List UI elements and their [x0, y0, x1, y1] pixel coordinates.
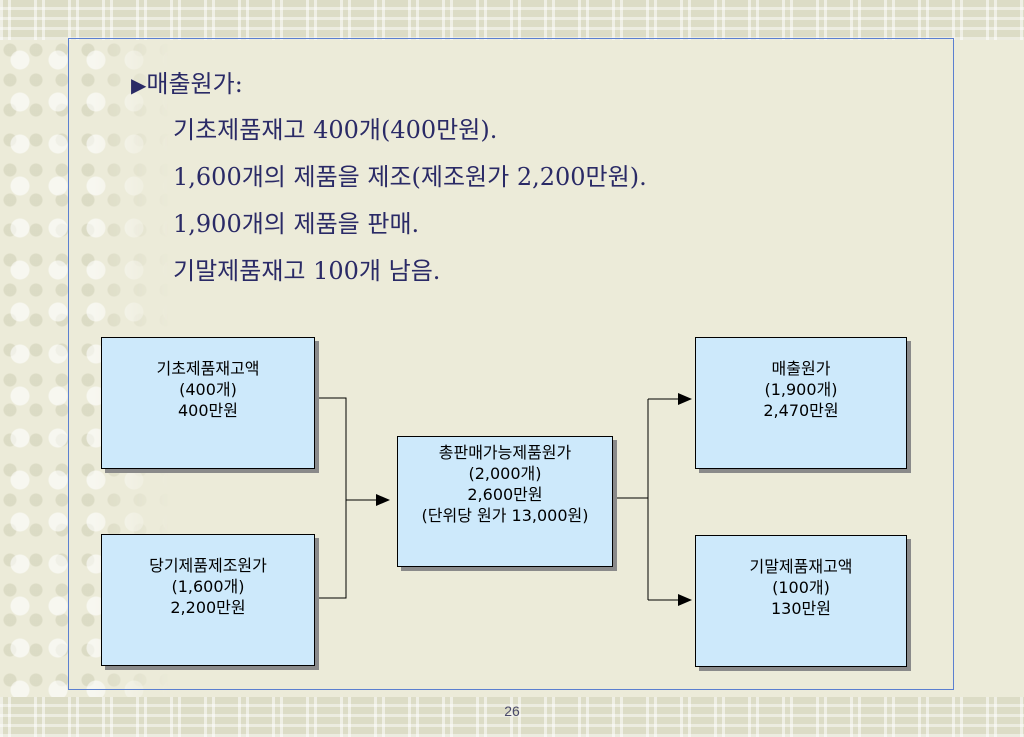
box-cost-of-goods-sold: 매출원가 (1,900개) 2,470만원 — [695, 337, 907, 469]
box-title: 당기제품제조원가 — [149, 556, 267, 575]
box-title: 총판매가능제품원가 — [438, 443, 572, 462]
box-amount: 400만원 — [178, 401, 238, 420]
box-available-for-sale: 총판매가능제품원가 (2,000개) 2,600만원 (단위당 원가 13,00… — [397, 436, 613, 567]
fact-list: 기초제품재고 400개(400만원). 1,600개의 제품을 제조(제조원가 … — [173, 112, 647, 300]
connector-beginning — [319, 397, 347, 500]
box-quantity: (1,900개) — [764, 380, 838, 399]
box-quantity: (400개) — [179, 380, 237, 399]
box-amount: 130만원 — [771, 599, 831, 618]
decorative-bottom-border — [0, 697, 1024, 737]
box-amount: 2,600만원 — [467, 485, 543, 504]
connector-manufactured — [319, 500, 347, 599]
box-beginning-inventory: 기초제품재고액 (400개) 400만원 — [101, 337, 315, 469]
heading-text: 매출원가: — [146, 70, 243, 98]
box-manufactured-cost: 당기제품제조원가 (1,600개) 2,200만원 — [101, 534, 315, 666]
fact-sold: 1,900개의 제품을 판매. — [173, 210, 420, 238]
box-ending-inventory: 기말제품재고액 (100개) 130만원 — [695, 535, 907, 667]
box-unit-cost: (단위당 원가 13,000원) — [421, 506, 589, 525]
box-title: 기말제품재고액 — [749, 557, 853, 576]
fact-beginning-inventory: 기초제품재고 400개(400만원). — [173, 116, 498, 144]
fact-ending-inventory: 기말제품재고 100개 남음. — [173, 257, 441, 285]
box-quantity: (2,000개) — [468, 464, 542, 483]
box-title: 기초제품재고액 — [156, 359, 260, 378]
fact-manufactured: 1,600개의 제품을 제조(제조원가 2,200만원). — [173, 163, 647, 191]
box-amount: 2,470만원 — [763, 401, 839, 420]
page-number: 26 — [504, 703, 520, 719]
box-quantity: (100개) — [772, 578, 830, 597]
decorative-top-border — [0, 0, 1024, 40]
slide-frame — [68, 38, 954, 690]
box-amount: 2,200만원 — [170, 598, 246, 617]
bullet-arrow-icon: ▶ — [131, 73, 147, 97]
bullet-heading: ▶매출원가: — [131, 64, 243, 99]
box-quantity: (1,600개) — [171, 577, 245, 596]
box-title: 매출원가 — [771, 359, 831, 378]
